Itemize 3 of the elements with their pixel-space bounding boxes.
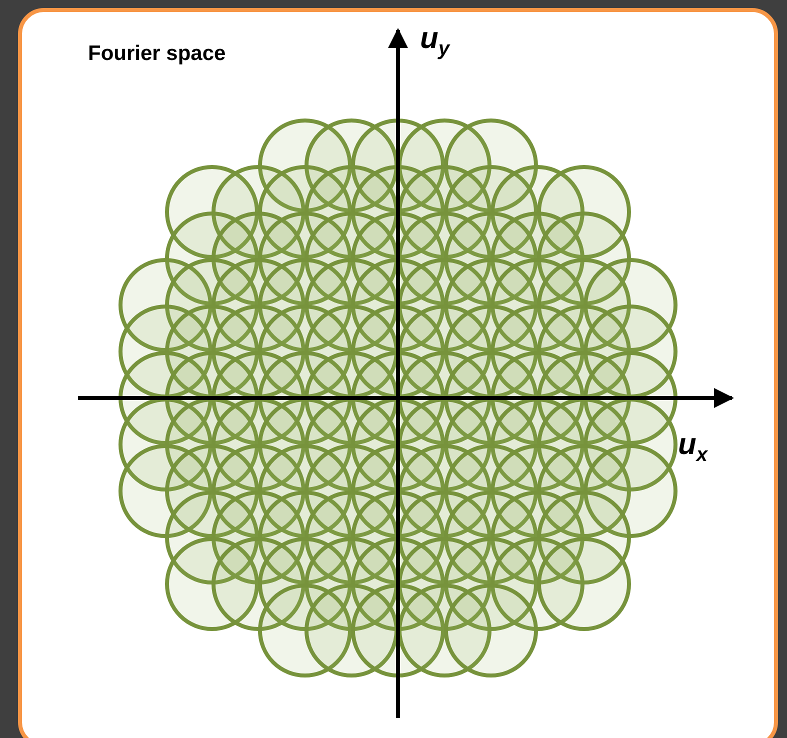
axis-label: u$_{y}$ bbox=[420, 22, 450, 61]
panel-title: Fourier space bbox=[88, 42, 226, 66]
axis-label: u$_{x}$ bbox=[678, 428, 708, 467]
